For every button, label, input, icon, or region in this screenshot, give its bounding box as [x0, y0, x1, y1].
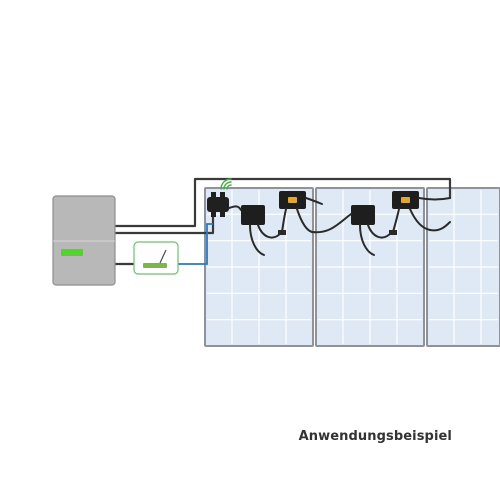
junction-box — [207, 178, 232, 217]
solar-panel-3 — [426, 187, 500, 347]
solar-panel-1 — [204, 187, 314, 347]
power-cable — [112, 177, 452, 266]
module-optimizer-1 — [228, 191, 323, 256]
caption-usage-example: Anwendungsbeispiel — [298, 429, 452, 444]
module-optimizer-icon — [351, 191, 419, 225]
wifi-signal-icon — [220, 178, 232, 190]
panel-cell-grid — [429, 190, 498, 344]
inverter — [52, 195, 116, 286]
status-light — [61, 249, 83, 256]
solar-panel-array — [204, 187, 500, 347]
module-optimizer-2 — [311, 191, 451, 256]
module-optimizer-icon — [241, 191, 306, 225]
gateway-router-icon — [143, 249, 167, 268]
gateway — [133, 241, 179, 275]
junction-box-icon — [207, 192, 229, 217]
data-cable — [176, 223, 213, 265]
